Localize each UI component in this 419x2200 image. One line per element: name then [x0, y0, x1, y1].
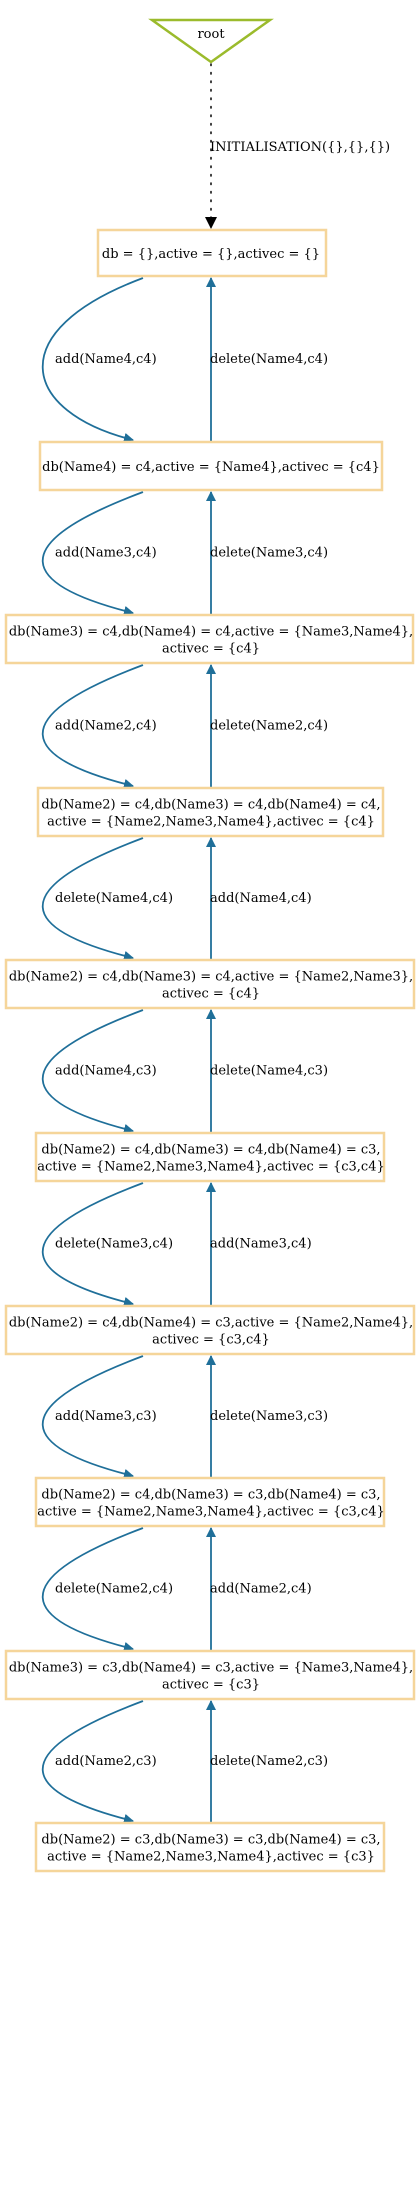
transition-edges: add(Name4,c4) delete(Name4,c4) add(Name3,c… [41, 277, 328, 1824]
transition: delete(Name4,c4) add(Name4,c4) [41, 837, 312, 961]
initialisation-label: INITIALISATION({},{},{}) [210, 140, 390, 155]
state-box [34, 1821, 386, 1873]
forward-edge [41, 1355, 144, 1479]
initialisation-edge: INITIALISATION({},{},{}) [205, 63, 390, 229]
state-box [4, 1304, 416, 1356]
state-label-line: activec = {c3,c4} [152, 1333, 270, 1348]
state-label-line: db(Name2) = c4,db(Name3) = c4,db(Name4) … [41, 798, 380, 813]
state-node: db(Name3) = c4,db(Name4) = c4,active = {… [4, 613, 415, 665]
forward-edge-label: add(Name2,c4) [55, 719, 157, 734]
state-label-line: db(Name3) = c4,db(Name4) = c4,active = {… [9, 625, 413, 640]
backward-edge-label: delete(Name4,c4) [210, 352, 328, 367]
forward-edge [41, 1182, 144, 1307]
backward-edge-label: delete(Name4,c3) [210, 1064, 328, 1079]
state-box [96, 228, 328, 278]
forward-edge-label: delete(Name4,c4) [55, 891, 173, 906]
state-node: db(Name2) = c4,db(Name3) = c4,db(Name4) … [36, 786, 385, 838]
state-label-line: db(Name2) = c3,db(Name3) = c3,db(Name4) … [41, 1833, 380, 1848]
backward-edge-label: add(Name2,c4) [210, 1582, 312, 1597]
backward-edge-label: delete(Name3,c3) [210, 1409, 328, 1424]
state-label-line: active = {Name2,Name3,Name4},activec = {… [47, 815, 375, 830]
forward-edge-label: add(Name2,c3) [55, 1754, 157, 1769]
backward-edge-label: delete(Name3,c4) [210, 546, 328, 561]
state-node: db(Name2) = c4,db(Name3) = c3,db(Name4) … [34, 1476, 386, 1528]
state-box [38, 440, 384, 492]
forward-edge [41, 1527, 144, 1652]
backward-edge-label: add(Name4,c4) [210, 891, 312, 906]
transition: add(Name3,c4) delete(Name3,c4) [41, 491, 328, 616]
forward-edge-label: add(Name3,c3) [55, 1409, 157, 1424]
state-label-line: db = {},active = {},activec = {} [102, 247, 320, 262]
state-label-line: db(Name2) = c4,db(Name3) = c4,db(Name4) … [41, 1143, 380, 1158]
transition: add(Name2,c4) delete(Name2,c4) [41, 664, 328, 789]
state-node: db(Name2) = c3,db(Name3) = c3,db(Name4) … [34, 1821, 386, 1873]
forward-edge-label: add(Name4,c4) [55, 352, 157, 367]
state-label-line: db(Name4) = c4,active = {Name4},activec … [42, 460, 380, 475]
state-nodes: db = {},active = {},activec = {} db(Name4… [4, 228, 416, 1873]
transition: add(Name3,c3) delete(Name3,c3) [41, 1355, 328, 1479]
state-node: db(Name2) = c4,db(Name3) = c4,db(Name4) … [34, 1131, 386, 1183]
forward-edge [41, 491, 144, 616]
backward-edge-label: delete(Name2,c3) [210, 1754, 328, 1769]
root-node: root [148, 18, 274, 64]
state-label-line: db(Name2) = c4,db(Name3) = c4,active = {… [9, 970, 413, 985]
state-label-line: activec = {c4} [162, 642, 260, 657]
state-label-line: active = {Name2,Name3,Name4},activec = {… [37, 1505, 384, 1520]
forward-edge [41, 664, 144, 789]
state-label-line: db(Name2) = c4,db(Name4) = c3,active = {… [9, 1316, 413, 1331]
forward-edge-label: add(Name4,c3) [55, 1064, 157, 1079]
state-label-line: active = {Name2,Name3,Name4},activec = {… [37, 1160, 384, 1175]
state-node: db(Name2) = c4,db(Name3) = c4,active = {… [4, 958, 416, 1010]
state-label-line: activec = {c3} [162, 1678, 260, 1693]
state-label-line: activec = {c4} [162, 987, 260, 1002]
state-box [36, 786, 385, 838]
transition: add(Name2,c3) delete(Name2,c3) [41, 1700, 328, 1824]
forward-edge [41, 837, 144, 961]
state-box [4, 1649, 416, 1701]
forward-edge [41, 277, 144, 443]
forward-edge [41, 1700, 144, 1824]
state-box [4, 613, 415, 665]
state-label-line: db(Name3) = c3,db(Name4) = c3,active = {… [9, 1661, 413, 1676]
state-label-line: db(Name2) = c4,db(Name3) = c3,db(Name4) … [41, 1488, 380, 1503]
backward-edge-label: add(Name3,c4) [210, 1237, 312, 1252]
forward-edge-label: delete(Name2,c4) [55, 1582, 173, 1597]
state-box [34, 1131, 386, 1183]
state-label-line: active = {Name2,Name3,Name4},activec = {… [47, 1850, 375, 1865]
forward-edge-label: add(Name3,c4) [55, 546, 157, 561]
transition: add(Name4,c3) delete(Name4,c3) [41, 1009, 328, 1134]
transition: delete(Name3,c4) add(Name3,c4) [41, 1182, 312, 1307]
backward-edge-label: delete(Name2,c4) [210, 719, 328, 734]
state-box [34, 1476, 386, 1528]
state-node: db(Name3) = c3,db(Name4) = c3,active = {… [4, 1649, 416, 1701]
state-node: db(Name4) = c4,active = {Name4},activec … [38, 440, 384, 492]
state-node: db(Name2) = c4,db(Name4) = c3,active = {… [4, 1304, 416, 1356]
forward-edge [41, 1009, 144, 1134]
state-box [4, 958, 416, 1010]
root-triangle [148, 18, 274, 64]
transition: add(Name4,c4) delete(Name4,c4) [41, 277, 328, 443]
root-label: root [197, 27, 225, 42]
forward-edge-label: delete(Name3,c4) [55, 1237, 173, 1252]
transition: delete(Name2,c4) add(Name2,c4) [41, 1527, 312, 1652]
state-node: db = {},active = {},activec = {} [96, 228, 328, 278]
